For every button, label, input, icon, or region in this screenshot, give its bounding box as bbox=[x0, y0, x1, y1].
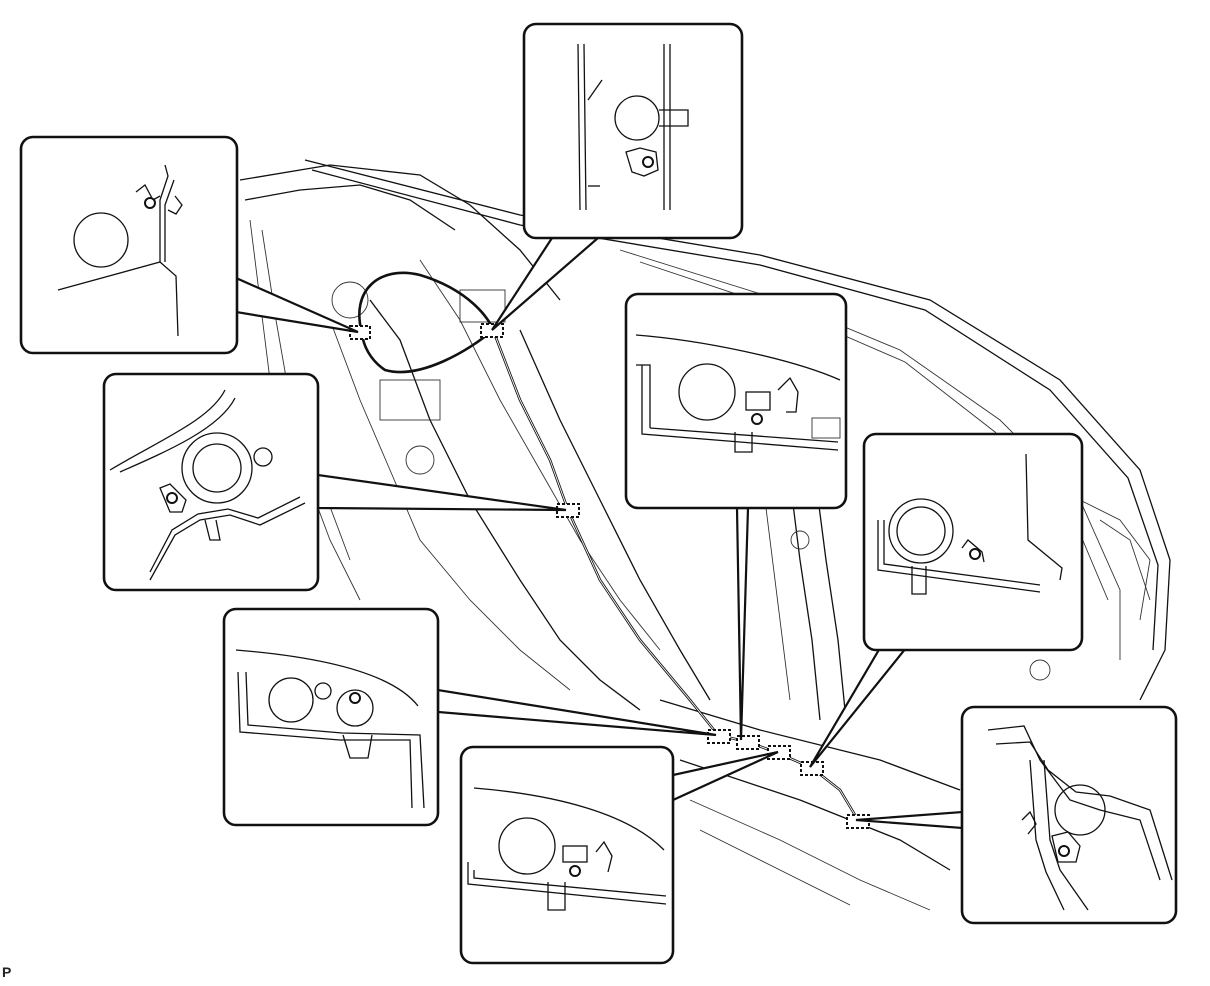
clamp-markers bbox=[349, 323, 870, 829]
clamp-marker bbox=[707, 729, 731, 744]
clamp-marker bbox=[556, 503, 580, 518]
callout-panel bbox=[522, 22, 744, 240]
callout-panel bbox=[624, 292, 848, 510]
callout-panel bbox=[19, 135, 239, 355]
callout-panel bbox=[102, 372, 320, 592]
callout-panel bbox=[222, 607, 440, 827]
clamp-marker bbox=[767, 745, 791, 760]
callout-panel bbox=[862, 432, 1084, 652]
callout-panel bbox=[960, 705, 1178, 925]
callout-leaders bbox=[234, 236, 964, 830]
clamp-marker bbox=[480, 323, 504, 338]
clamp-marker bbox=[736, 735, 760, 750]
clamp-marker bbox=[349, 325, 371, 340]
callout-panel bbox=[459, 745, 675, 965]
clamp-marker bbox=[846, 814, 870, 829]
corner-id-label: P bbox=[2, 964, 12, 980]
